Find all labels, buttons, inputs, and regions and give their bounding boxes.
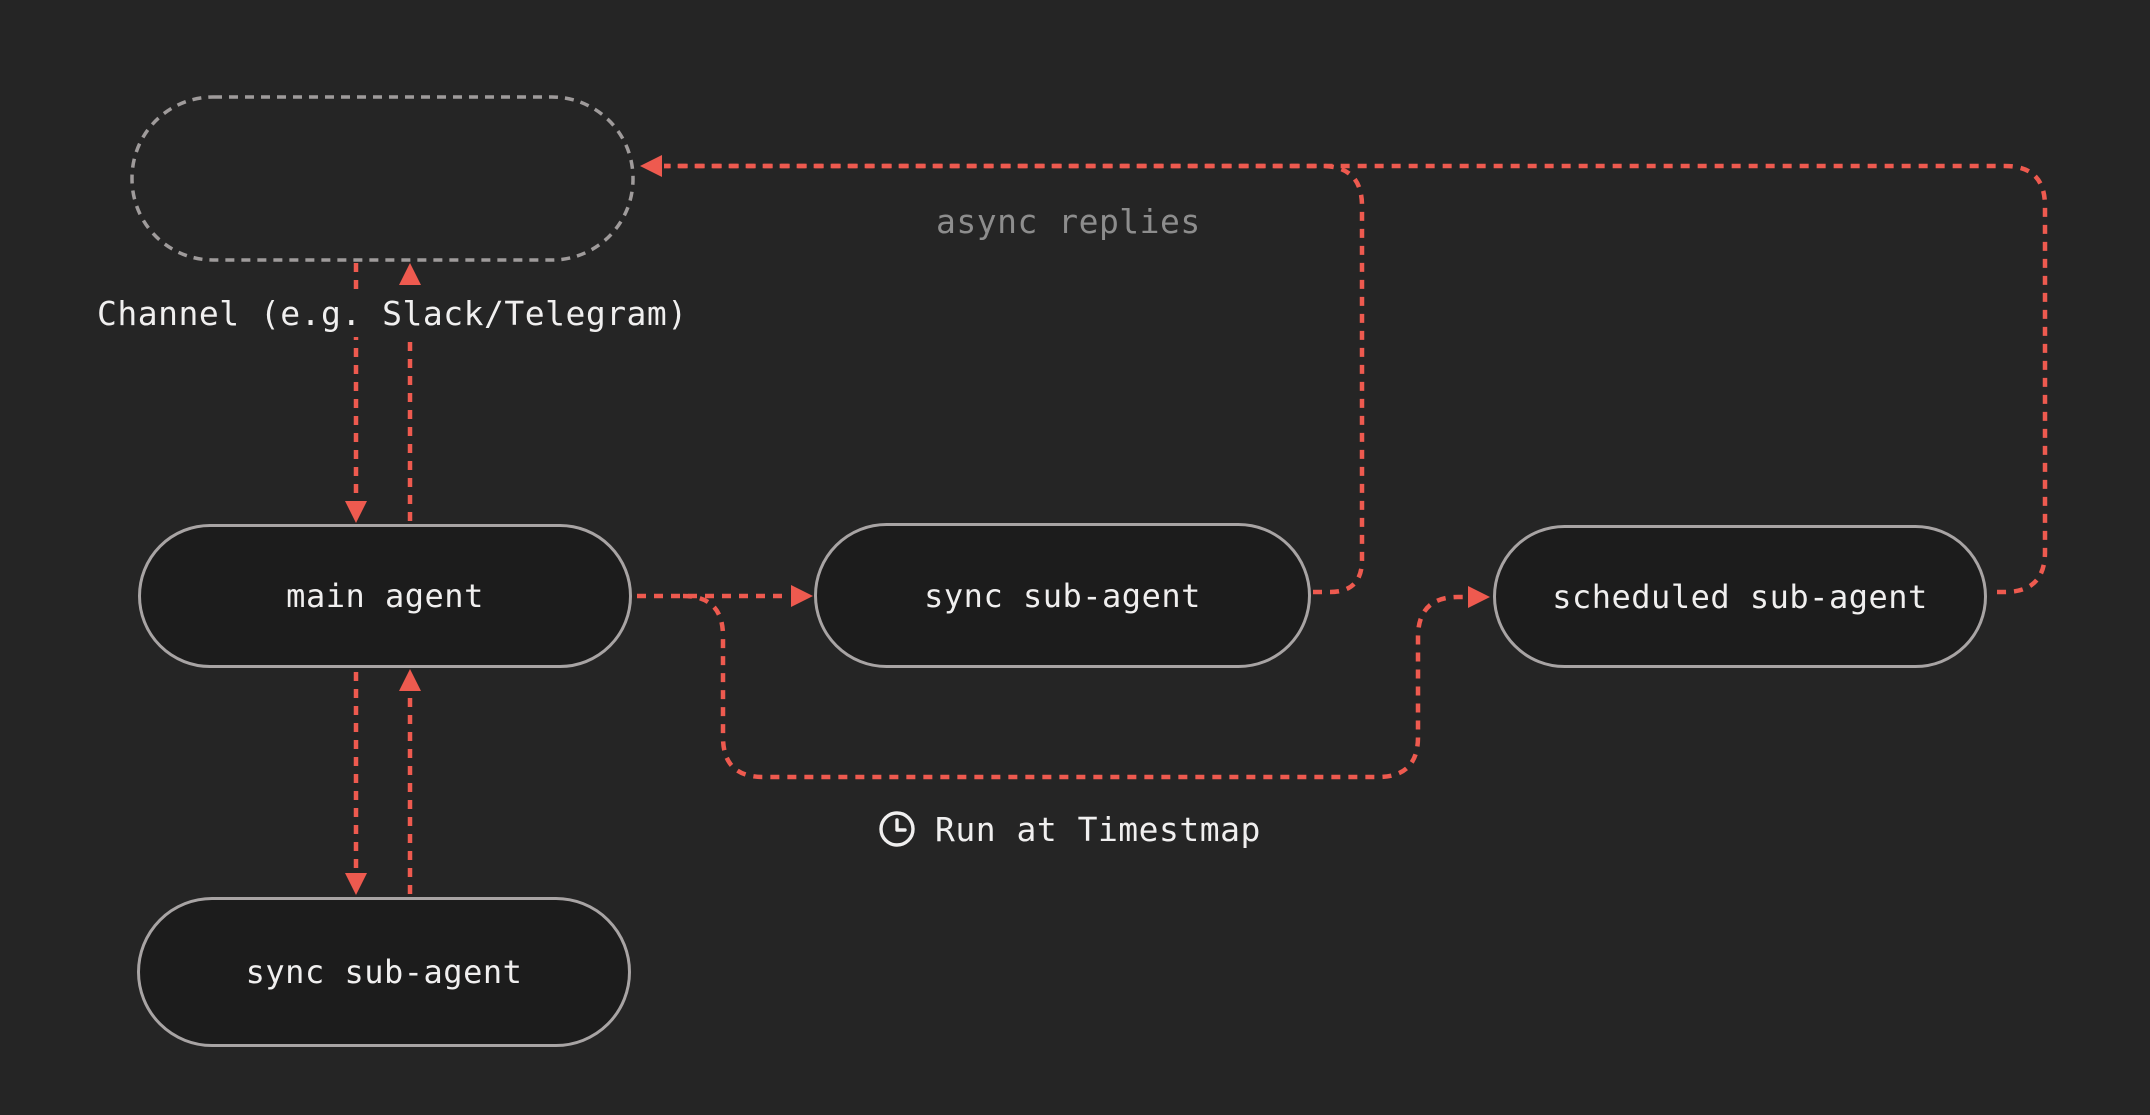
async-replies-label: async replies: [928, 198, 1209, 245]
sync-sub-agent-label: sync sub-agent: [924, 577, 1201, 615]
main-agent-label: main agent: [286, 577, 484, 615]
arrowhead-into-channel-bottom: [399, 263, 421, 285]
run-at-timestamp-text: Run at Timestmap: [935, 810, 1261, 849]
arrowhead-into-channel-right: [640, 155, 662, 177]
scheduled-sub-agent-node: scheduled sub-agent: [1493, 525, 1987, 668]
arrowhead-into-scheduled-left: [1468, 586, 1490, 608]
run-at-timestamp-label: Run at Timestmap: [876, 808, 1261, 850]
sync-sub-agent-node: sync sub-agent: [814, 523, 1311, 668]
arrowhead-into-sync-left: [791, 585, 813, 607]
arrowhead-into-main-bottom: [399, 669, 421, 691]
sync-sub-agent-bottom-label: sync sub-agent: [246, 953, 523, 991]
scheduled-sub-agent-label: scheduled sub-agent: [1552, 578, 1928, 616]
clock-icon: [876, 808, 918, 850]
sync-sub-agent-bottom-node: sync sub-agent: [137, 897, 631, 1047]
channel-caption: Channel (e.g. Slack/Telegram): [89, 290, 696, 337]
arrowhead-into-sync-bottom-top: [345, 873, 367, 895]
arrowhead-into-main-top: [345, 501, 367, 523]
main-agent-node: main agent: [138, 524, 632, 668]
channel-node: [132, 97, 633, 260]
